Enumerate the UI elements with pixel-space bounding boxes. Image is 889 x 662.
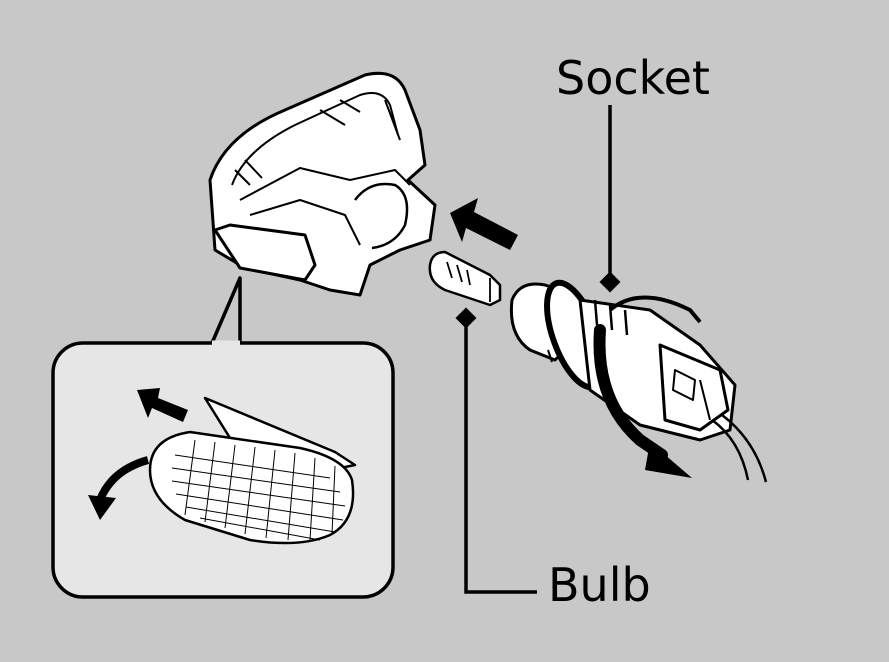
lens-part (148, 396, 357, 545)
insert-arrow (450, 198, 518, 250)
callout-connector (210, 276, 242, 344)
bulb-part (428, 250, 502, 307)
socket-label: Socket (556, 51, 710, 105)
twist-arrow (593, 295, 702, 478)
lamp-housing (208, 71, 437, 297)
inset-push-arrow (137, 388, 188, 422)
bulb-label: Bulb (548, 558, 651, 612)
socket-part (509, 279, 768, 483)
bulb-leader-line (455, 307, 537, 594)
detail-inset (51, 340, 395, 599)
inset-pry-arrow (88, 456, 150, 520)
